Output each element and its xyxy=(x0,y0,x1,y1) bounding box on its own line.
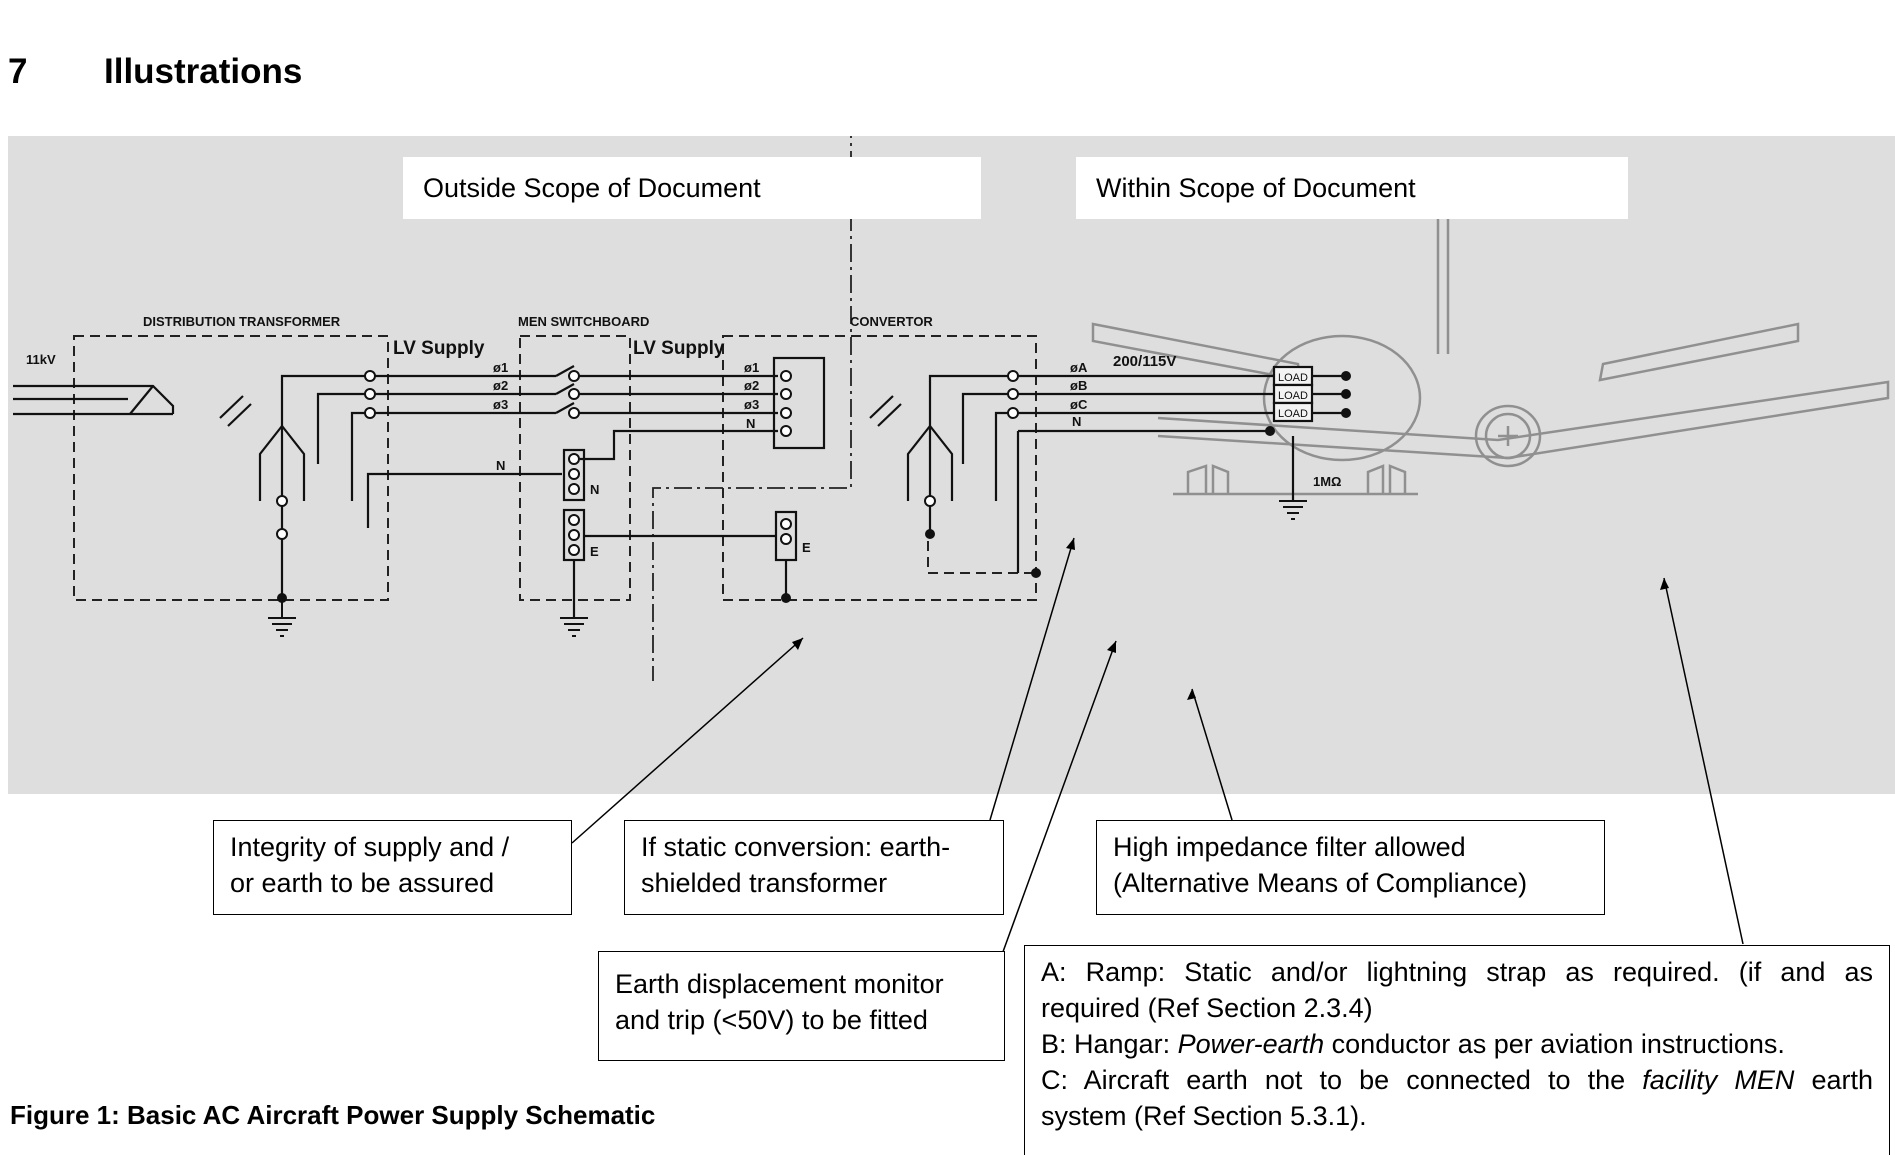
static-conversion-arrowhead xyxy=(1066,538,1075,550)
note-b-italic: Power-earth xyxy=(1177,1029,1325,1059)
note-c-prefix: C: Aircraft earth not to be connected to… xyxy=(1041,1065,1643,1095)
distribution-transformer-label: DISTRIBUTION TRANSFORMER xyxy=(143,314,341,329)
section-title: Illustrations xyxy=(104,52,303,91)
notes-leader xyxy=(1663,577,1744,945)
phase-in-2: ø2 xyxy=(493,378,508,393)
load-label-1: LOAD xyxy=(1278,372,1308,384)
note-c-italic: facility MEN xyxy=(1642,1065,1795,1095)
men-switchboard-label: MEN SWITCHBOARD xyxy=(518,314,649,329)
section-heading: 7 Illustrations xyxy=(8,52,302,92)
neutral-label: N xyxy=(496,458,505,473)
men-neutral-label: N xyxy=(590,482,599,497)
filter-boundary xyxy=(927,541,1036,574)
static-conversion-leader xyxy=(989,537,1075,821)
phase-conv-2: ø2 xyxy=(744,378,759,393)
output-voltage-label: 200/115V xyxy=(1113,353,1176,370)
filter-callout: High impedance filter allowed (Alternati… xyxy=(1096,820,1605,915)
phase-in-3: ø3 xyxy=(493,397,508,412)
monitor-callout: Earth displacement monitor and trip (<50… xyxy=(598,951,1005,1061)
note-a-line-2: required (Ref Section 2.3.4) xyxy=(1041,993,1373,1023)
notes-arrowhead xyxy=(1660,578,1669,590)
note-b: B: Hangar: Power-earth conductor as per … xyxy=(1041,1026,1873,1062)
men-earth-label: E xyxy=(590,544,599,559)
boundary-boxes xyxy=(73,335,1037,601)
phase-out-a: øA xyxy=(1070,360,1088,375)
phase-in-1: ø1 xyxy=(493,360,508,375)
static-conversion-line-2: shielded transformer xyxy=(641,868,888,898)
diagram-area: DISTRIBUTION TRANSFORMER MEN SWITCHBOARD… xyxy=(8,136,1895,794)
scope-divider xyxy=(652,136,852,681)
earth-symbols xyxy=(267,500,1308,637)
terminals xyxy=(276,370,1019,556)
phase-out-c: øC xyxy=(1070,397,1088,412)
lv-supply-label-1: LV Supply xyxy=(393,338,485,359)
note-b-prefix: B: Hangar: xyxy=(1041,1029,1178,1059)
static-conversion-callout: If static conversion: earth- shielded tr… xyxy=(624,820,1004,915)
monitor-line-1: Earth displacement monitor xyxy=(615,969,944,999)
filter-line-2: (Alternative Means of Compliance) xyxy=(1113,868,1528,898)
integrity-leader xyxy=(571,637,804,844)
resistance-label: 1MΩ xyxy=(1313,474,1341,489)
static-conversion-line-1: If static conversion: earth- xyxy=(641,832,951,862)
filter-line-1: High impedance filter allowed xyxy=(1113,832,1466,862)
monitor-line-2: and trip (<50V) to be fitted xyxy=(615,1005,928,1035)
load-label-3: LOAD xyxy=(1278,408,1308,420)
note-c-suffix: earth xyxy=(1794,1065,1874,1095)
monitor-arrowhead xyxy=(1107,641,1116,653)
filter-arrowhead xyxy=(1187,689,1196,700)
integrity-callout: Integrity of supply and / or earth to be… xyxy=(213,820,572,915)
within-scope-label: Within Scope of Document xyxy=(1076,157,1628,219)
notes-box: A: Ramp: Static and/or lightning strap a… xyxy=(1024,945,1890,1155)
phase-conv-1: ø1 xyxy=(744,360,759,375)
load-label-2: LOAD xyxy=(1278,390,1308,402)
outside-scope-label: Outside Scope of Document xyxy=(403,157,981,219)
lv-supply-label-2: LV Supply xyxy=(633,338,725,359)
schematic-diagram: DISTRIBUTION TRANSFORMER MEN SWITCHBOARD… xyxy=(13,136,1890,681)
filter-leader xyxy=(1191,688,1233,821)
note-c: C: Aircraft earth not to be connected to… xyxy=(1041,1062,1873,1098)
phase-conv-3: ø3 xyxy=(744,397,759,412)
men-switchboard-boundary xyxy=(519,335,631,601)
phase-out-n: N xyxy=(1072,414,1081,429)
input-voltage-label: 11kV xyxy=(26,352,56,367)
phase-out-b: øB xyxy=(1070,378,1087,393)
convertor-earth-label: E xyxy=(802,540,811,555)
convertor-label: CONVERTOR xyxy=(850,314,933,329)
note-c-line-2: system (Ref Section 5.3.1). xyxy=(1041,1101,1367,1131)
section-number: 7 xyxy=(8,52,28,91)
distribution-transformer-boundary xyxy=(73,335,389,601)
note-b-suffix: conductor as per aviation instructions. xyxy=(1324,1029,1785,1059)
integrity-arrowhead xyxy=(792,638,803,650)
integrity-line-1: Integrity of supply and / xyxy=(230,832,510,862)
figure-caption: Figure 1: Basic AC Aircraft Power Supply… xyxy=(10,1100,656,1130)
monitor-leader xyxy=(999,640,1117,961)
phase-conv-n: N xyxy=(746,416,755,431)
integrity-line-2: or earth to be assured xyxy=(230,868,495,898)
note-a-line-1: A: Ramp: Static and/or lightning strap a… xyxy=(1041,957,1873,987)
junction-dots xyxy=(277,371,1351,603)
